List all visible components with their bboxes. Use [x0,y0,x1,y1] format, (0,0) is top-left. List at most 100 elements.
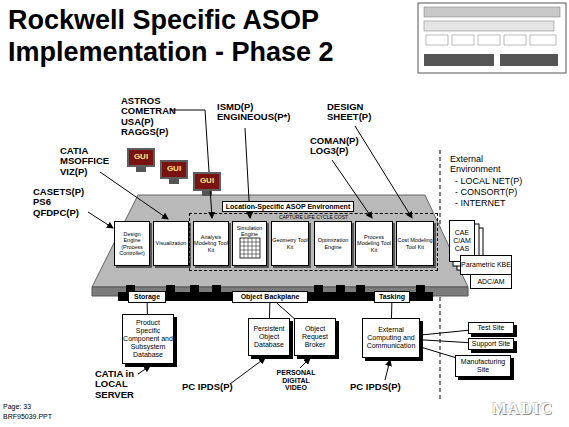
engine-box: Design Engine (Process Controller) [114,221,150,266]
environment-item: - LOCAL NET(P) [455,177,522,187]
connector-line [391,303,392,318]
tool-callout: CATIA in LOCAL SERVER [95,369,141,400]
slide-title: Rockwell Specific ASOP Implementation - … [8,4,418,68]
backplane-pin [190,285,199,292]
backplane-pin [336,285,345,292]
toolkit-box: Geometry Tool Kit [271,221,309,266]
bus-port: Storage [128,291,166,303]
connector-line [420,330,468,335]
node-text: Tasking [379,293,405,301]
node-text: Cost Modeling Tool Kit [397,237,433,249]
leader-line [230,358,265,384]
node-text: Geometry Tool Kit [272,237,308,249]
tool-sheet: Parametric KBE [460,255,512,275]
tool-sheet: ADC/AM [470,274,512,289]
node-text: CAE C/AM CAS [450,229,474,252]
connector-line [420,347,455,358]
database-box: Persistent Object Database [248,318,290,356]
node-text: Support Site [472,340,511,348]
site-box: Test Site [468,322,514,334]
leader-line [138,366,150,374]
computing-box: External Computing and Communication [362,318,420,358]
toolkit-box: Process Modeling Tool Kit [355,221,393,266]
thumbnail-box [530,35,556,45]
thumbnail-box [426,35,448,45]
database-box: Product Specific Component and Subsystem… [122,314,174,364]
tool-callout: CASETS(P) PS6 QFDPC(P) [33,187,93,218]
thumbnail-box [452,35,474,45]
node-text: Object Backplane [241,293,300,301]
engine-box: Simulation Engine [232,221,267,266]
node-text: GUI [167,165,181,174]
backplane-pin [356,285,365,292]
leader-line [355,126,412,218]
tool-callout: COMAN(P) LOG3(P) [310,136,368,157]
thumbnail-bar [424,21,554,31]
site-box: Support Site [468,338,514,350]
node-text: Test Site [478,324,505,332]
engine-box: Visualization [153,221,189,266]
tool-callout: ISMD(P) ENGINEOUS(P*) [217,102,302,123]
tool-callout: PC IPDS(P) [182,382,233,392]
leader-line [100,172,168,219]
leader-line [385,360,390,380]
connector-line [420,340,468,343]
node-text: Analysis Modeling Tool Kit [194,234,228,252]
lifecycle-region: CAPTURE LIFE CYCLE COST Analysis Modeling… [189,213,438,271]
bus-port: Tasking [374,291,410,303]
leader-line [300,358,310,368]
backplane-pin [166,285,175,292]
node-text: Storage [134,293,160,301]
tool-callout: PERSONAL DIGITAL VIDEO [272,369,320,392]
thumbnail-frame [418,3,566,73]
backplane-pin [212,285,221,292]
leader-line [88,212,113,228]
node-text: GUI [134,153,148,162]
node-text: Simulation Engine [233,225,266,237]
gui-monitor: GUI [160,160,188,179]
watermark: MADIC [492,400,553,418]
thumbnail-bar [424,54,494,66]
tool-callout: PC IPDS(P) [350,382,401,392]
environment-item: - CONSORT(P) [455,188,517,198]
gui-monitor: GUI [193,172,221,191]
environment-label: Location-Specific ASOP Environment [222,201,354,212]
node-text: Design Engine (Process Controller) [115,231,149,256]
bus-port: Object Backplane [232,291,308,303]
grid-lines [240,238,260,258]
node-text: Visualization [156,240,187,246]
node-text: CAPTURE LIFE CYCLE COST [279,215,348,221]
thumbnail-box [478,35,500,45]
grid-icon [240,238,260,258]
thumbnail-bar [424,7,560,17]
toolkit-box: Cost Modeling Tool Kit [396,221,434,266]
broker-box: Object Request Broker [294,318,336,356]
engine-box: Optimization Engine [314,221,352,266]
tool-callout: CATIA MSOFFICE VIZ(P) [60,146,115,177]
node-text: Process Modeling Tool Kit [356,234,392,252]
node-text: Manufacturing Site [456,358,510,374]
connector-line [269,303,270,318]
node-text: GUI [200,177,214,186]
connector-line [277,303,294,318]
page-number: Page: 33 [3,403,31,411]
node-text: Object Request Broker [295,325,335,348]
gui-monitor: GUI [127,148,155,167]
backplane-pin [416,285,425,292]
thumbnail-box [504,35,526,45]
toolkit-box: Analysis Modeling Tool Kit [193,221,229,266]
platform-top [92,195,468,287]
node-text: External Computing and Communication [363,326,419,349]
node-text: Parametric KBE [461,261,511,269]
environment-heading: External Environment [450,155,512,175]
connector-line [147,303,148,314]
thumbnail-bar [500,54,558,66]
tool-callout: DESIGN SHEET(P) [327,102,387,123]
backplane-pin [314,285,323,292]
tool-callout: ASTROS COMETRAN USA(P) RAGGS(P) [121,96,181,138]
site-box: Manufacturing Site [455,355,511,377]
node-text: ADC/AM [477,278,504,286]
file-name: BRF95039.PPT [3,413,52,421]
node-text: Persistent Object Database [249,325,289,348]
node-text: Location-Specific ASOP Environment [226,203,350,211]
